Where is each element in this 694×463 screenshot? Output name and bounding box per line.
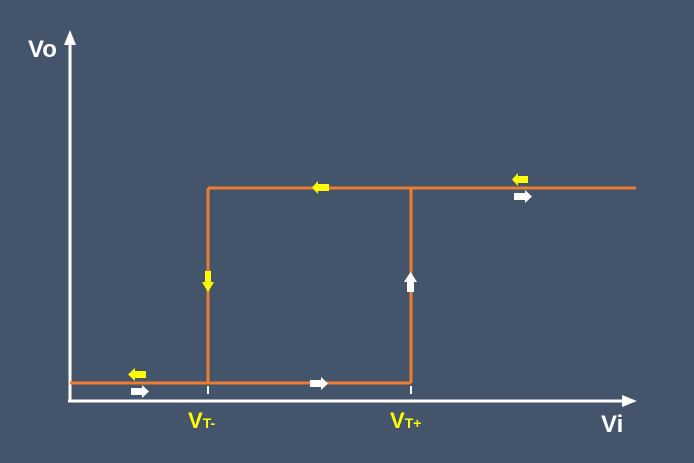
hysteresis-curve — [70, 186, 636, 385]
x-axis-arrowhead-icon — [622, 395, 637, 407]
arrow-up-icon — [404, 272, 417, 292]
arrow-left-icon — [512, 173, 528, 186]
threshold-low-main: V — [188, 408, 203, 433]
arrows-increasing — [131, 190, 532, 398]
x-axis-label: Vi — [601, 411, 623, 438]
threshold-high-main: V — [390, 408, 405, 433]
y-axis-label: Vo — [28, 36, 57, 63]
threshold-high-sub: T+ — [405, 415, 422, 431]
arrow-right-icon — [310, 377, 328, 390]
arrows-decreasing — [128, 173, 528, 381]
axes — [64, 30, 637, 407]
y-axis-arrowhead-icon — [64, 30, 76, 45]
threshold-low-sub: T- — [203, 415, 216, 431]
arrow-right-icon — [131, 385, 149, 398]
arrow-right-icon — [514, 190, 532, 203]
arrow-left-icon — [312, 181, 329, 194]
threshold-high-label: VT+ — [390, 408, 421, 433]
threshold-low-label: VT- — [188, 408, 215, 433]
arrow-down-icon — [202, 271, 214, 292]
arrow-left-icon — [128, 368, 146, 381]
threshold-ticks — [207, 386, 412, 394]
